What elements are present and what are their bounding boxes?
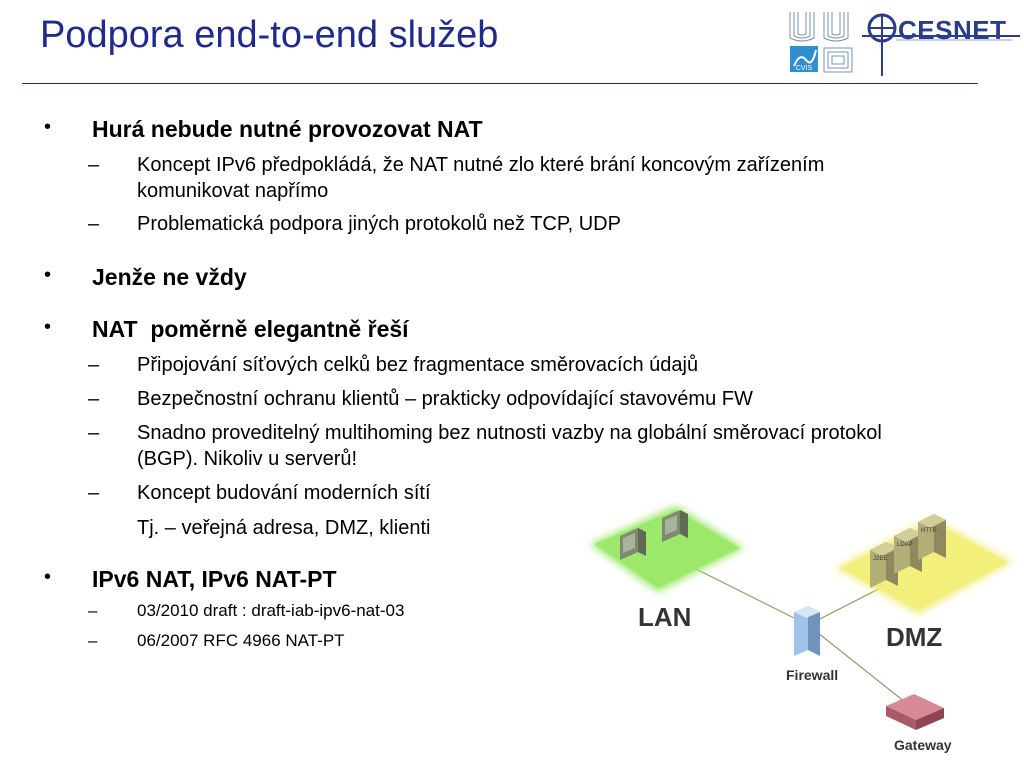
slide-title: Podpora end-to-end služeb bbox=[40, 14, 499, 56]
bullet-text: IPv6 NAT, IPv6 NAT-PT bbox=[92, 566, 337, 592]
sub-bullet-text: Koncept budování moderních sítí bbox=[137, 482, 431, 504]
cesnet-logo: CESNET bbox=[862, 6, 1020, 76]
bullet-text: Jenže ne vždy bbox=[92, 264, 247, 290]
sub-bullet-mark: – bbox=[88, 354, 100, 376]
sub-bullet-item: – Problematická podpora jiných protokolů… bbox=[88, 211, 937, 237]
bullet-item: • IPv6 NAT, IPv6 NAT-PT bbox=[44, 566, 337, 593]
sub-bullet-item: – Bezpečnostní ochranu klientů – praktic… bbox=[88, 386, 957, 412]
sub-bullet-text: Problematická podpora jiných protokolů n… bbox=[137, 213, 621, 235]
sub-bullet-mark: – bbox=[88, 631, 98, 650]
sub-bullet-item: – Připojování síťových celků bez fragmen… bbox=[88, 352, 957, 378]
server-label: HTTP bbox=[921, 528, 937, 534]
gateway-label: Gateway bbox=[894, 737, 952, 753]
bullet-text: Hurá nebude nutné provozovat NAT bbox=[92, 116, 483, 142]
cesnet-logo-text: CESNET bbox=[898, 15, 1007, 45]
sub-bullet-mark: – bbox=[88, 154, 100, 176]
sub-bullet-mark: – bbox=[88, 388, 100, 410]
dmz-label: DMZ bbox=[886, 622, 942, 652]
sub-bullet-item: – Koncept budování moderních sítí bbox=[88, 480, 537, 506]
bullet-item: • NAT poměrně elegantně řeší bbox=[44, 316, 409, 343]
sub-bullet-text: Bezpečnostní ochranu klientů – prakticky… bbox=[137, 388, 753, 410]
lan-computer-icon bbox=[662, 510, 688, 542]
cvis-logo-icon: CVIS bbox=[786, 8, 858, 76]
server-label: LDAP bbox=[897, 542, 913, 548]
firewall-label: Firewall bbox=[786, 667, 838, 683]
server-icon: LDAP bbox=[894, 528, 922, 574]
bullet-text: NAT poměrně elegantně řeší bbox=[92, 316, 409, 342]
continuation-text: Tj. – veřejná adresa, DMZ, klienti bbox=[137, 517, 431, 539]
sub-bullet-mark: – bbox=[88, 213, 100, 235]
sub-bullet-text: 06/2007 RFC 4966 NAT-PT bbox=[137, 631, 345, 650]
dmz-zone: J2EE LDAP HTTP bbox=[836, 514, 1012, 614]
sub-bullet-item: – Snadno proveditelný multihoming bez nu… bbox=[88, 420, 917, 472]
title-divider bbox=[22, 83, 978, 84]
sub-bullet-text: Koncept IPv6 předpokládá, že NAT nutné z… bbox=[137, 154, 825, 202]
bullet-mark: • bbox=[44, 316, 52, 338]
bullet-item: • Hurá nebude nutné provozovat NAT bbox=[44, 116, 483, 143]
network-diagram: LAN J2EE LDAP HTTP DMZ Firewall bbox=[590, 506, 1012, 753]
lan-label: LAN bbox=[638, 602, 691, 632]
sub-bullet-mark: – bbox=[88, 601, 98, 620]
lan-computer-icon bbox=[620, 528, 646, 560]
sub-bullet-text: Snadno proveditelný multihoming bez nutn… bbox=[137, 422, 882, 470]
sub-bullet-item: – 06/2007 RFC 4966 NAT-PT bbox=[88, 630, 557, 652]
server-icon: HTTP bbox=[918, 514, 946, 560]
bullet-item: • Jenže ne vždy bbox=[44, 264, 247, 291]
cvis-logo-text: CVIS bbox=[796, 65, 813, 72]
bullet-mark: • bbox=[44, 566, 52, 588]
firewall-server-icon bbox=[794, 606, 820, 656]
sub-bullet-item: – 03/2010 draft : draft-iab-ipv6-nat-03 bbox=[88, 600, 557, 622]
sub-bullet-mark: – bbox=[88, 482, 100, 504]
bullet-mark: • bbox=[44, 264, 52, 286]
sub-bullet-text: 03/2010 draft : draft-iab-ipv6-nat-03 bbox=[137, 601, 405, 620]
sub-bullet-mark: – bbox=[88, 422, 100, 444]
sub-bullet-text: Připojování síťových celků bez fragmenta… bbox=[137, 354, 699, 376]
cesnet-globe-icon bbox=[862, 13, 1020, 76]
server-label: J2EE bbox=[873, 556, 887, 562]
lan-zone bbox=[590, 506, 744, 592]
gateway-router-icon bbox=[886, 694, 944, 730]
bullet-mark: • bbox=[44, 116, 52, 138]
sub-bullet-item: – Koncept IPv6 předpokládá, že NAT nutné… bbox=[88, 152, 937, 204]
